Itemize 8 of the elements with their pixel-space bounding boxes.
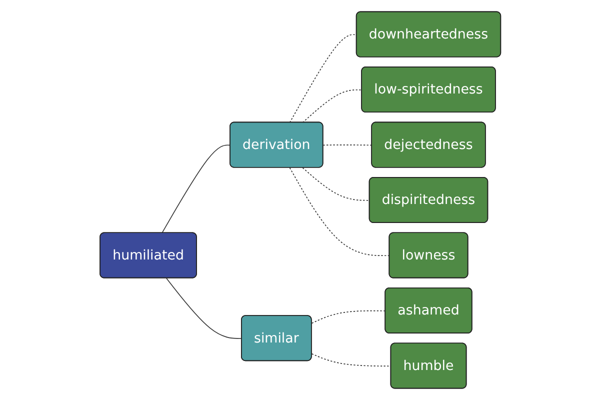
- connector: [288, 167, 390, 256]
- connector: [311, 310, 386, 324]
- connector: [288, 34, 357, 123]
- connector: [161, 144, 230, 234]
- connector: [311, 353, 392, 367]
- connector: [166, 278, 242, 339]
- connector: [302, 167, 370, 201]
- connector: [322, 144, 372, 146]
